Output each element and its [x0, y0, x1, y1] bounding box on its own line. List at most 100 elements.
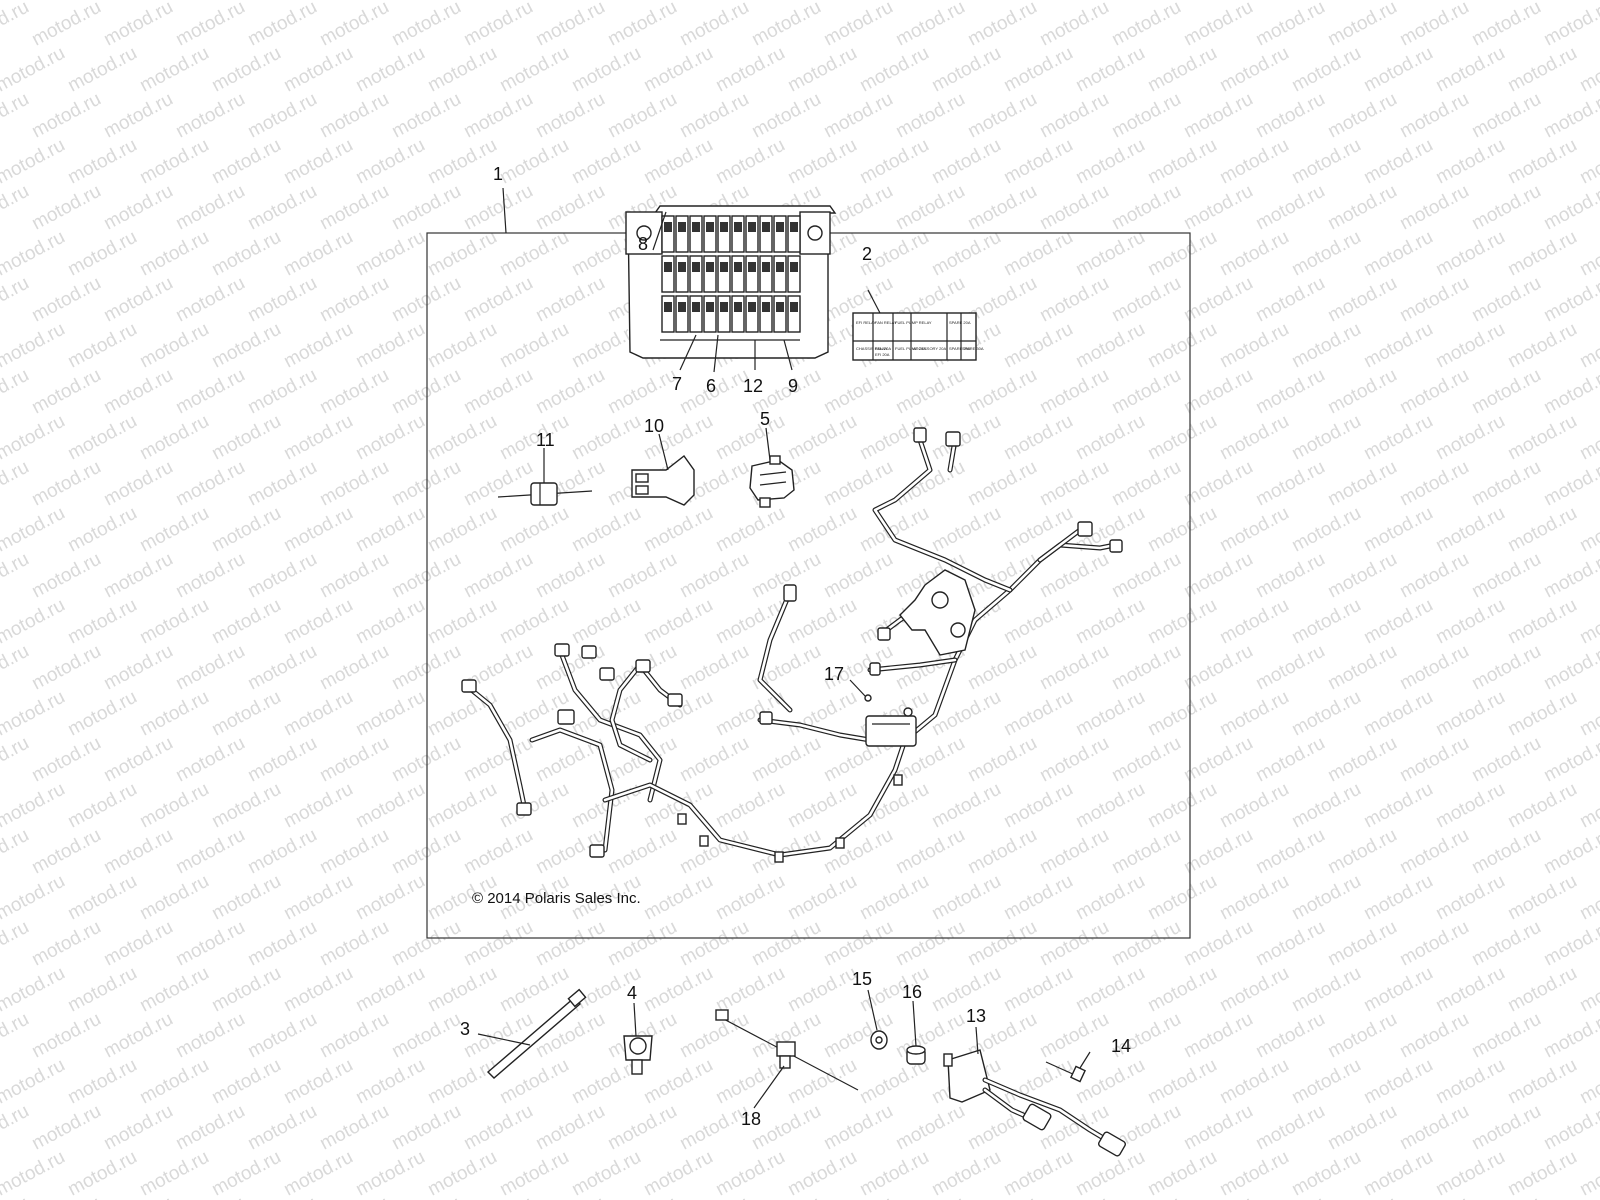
watermark-text: motod.ru — [1396, 273, 1472, 327]
fuse-terminal — [762, 222, 770, 232]
watermark-text: motod.ru — [856, 779, 932, 833]
callout-16: 16 — [902, 982, 922, 1002]
watermark-text: motod.ru — [1072, 411, 1148, 465]
fuse-slot — [675, 215, 689, 253]
watermark-text: motod.ru — [352, 595, 428, 649]
watermark-text: motod.ru — [1180, 181, 1256, 235]
fuse-terminal — [664, 222, 672, 232]
watermark-text: motod.ru — [748, 0, 824, 50]
watermark-text: motod.ru — [1468, 549, 1544, 603]
watermark-text: motod.ru — [1432, 503, 1508, 557]
watermark-text: motod.ru — [136, 135, 212, 189]
watermark-text: motod.ru — [352, 411, 428, 465]
watermark-text: motod.ru — [1468, 457, 1544, 511]
watermark-text: motod.ru — [1072, 0, 1148, 4]
watermark-text: motod.ru — [928, 1147, 1004, 1200]
watermark-text: motod.ru — [28, 457, 104, 511]
watermark-text: motod.ru — [0, 503, 69, 557]
copyright-notice: © 2014 Polaris Sales Inc. — [472, 890, 641, 907]
watermark-text: motod.ru — [784, 1147, 860, 1200]
watermark-text: motod.ru — [1324, 1101, 1400, 1155]
watermark-text: motod.ru — [280, 411, 356, 465]
watermark-text: motod.ru — [676, 733, 752, 787]
watermark-text: motod.ru — [1504, 411, 1580, 465]
watermark-text: motod.ru — [1144, 687, 1220, 741]
watermark-text: motod.ru — [0, 0, 33, 50]
watermark-text: motod.ru — [784, 135, 860, 189]
watermark-text: motod.ru — [1108, 917, 1184, 971]
watermark-text: motod.ru — [280, 595, 356, 649]
watermark-text: motod.ru — [856, 135, 932, 189]
decal-cell: FUEL PUMP RELAY — [895, 320, 932, 325]
watermark-text: motod.ru — [1216, 135, 1292, 189]
watermark-text: motod.ru — [136, 687, 212, 741]
watermark-text: motod.ru — [0, 549, 33, 603]
callout-1: 1 — [493, 164, 503, 184]
watermark-text: motod.ru — [1576, 963, 1600, 1017]
watermark-text: motod.ru — [1036, 0, 1112, 50]
watermark-text: motod.ru — [352, 319, 428, 373]
fuse-slot — [787, 215, 801, 253]
watermark-text: motod.ru — [568, 503, 644, 557]
diode-part — [497, 482, 593, 506]
fuse-terminal — [706, 222, 714, 232]
watermark-text: motod.ru — [928, 779, 1004, 833]
watermark-text: motod.ru — [748, 641, 824, 695]
decal-cell: FUEL PUMP 20A — [895, 346, 926, 351]
watermark-text: motod.ru — [496, 779, 572, 833]
watermark-text: motod.ru — [1432, 411, 1508, 465]
watermark-text: motod.ru — [532, 0, 608, 50]
watermark-text: motod.ru — [1360, 1147, 1436, 1200]
fuse-slot — [787, 255, 801, 293]
watermark-text: motod.ru — [172, 825, 248, 879]
fuse-terminal — [678, 302, 686, 312]
watermark-text: motod.ru — [1288, 1147, 1364, 1200]
fuse-slot — [773, 295, 787, 333]
watermark-text: motod.ru — [1180, 825, 1256, 879]
callout-9: 9 — [788, 376, 798, 396]
watermark-text: motod.ru — [1216, 871, 1292, 925]
watermark-text: motod.ru — [1504, 1055, 1580, 1109]
fuse-terminal — [720, 262, 728, 272]
fuse-slot — [675, 255, 689, 293]
watermark-text: motod.ru — [424, 687, 500, 741]
watermark-text: motod.ru — [1144, 227, 1220, 281]
watermark-text: motod.ru — [892, 0, 968, 50]
watermark-text: motod.ru — [244, 641, 320, 695]
watermark-text: motod.ru — [1360, 687, 1436, 741]
watermark-text: motod.ru — [424, 411, 500, 465]
watermark-text: motod.ru — [0, 411, 69, 465]
watermark-text: motod.ru — [352, 779, 428, 833]
watermark-text: motod.ru — [0, 595, 69, 649]
watermark-text: motod.ru — [1252, 825, 1328, 879]
watermark-text: motod.ru — [208, 1055, 284, 1109]
watermark-text: motod.ru — [604, 89, 680, 143]
watermark-text: motod.ru — [1144, 503, 1220, 557]
watermark-text: motod.ru — [1468, 89, 1544, 143]
watermark-text: motod.ru — [1000, 503, 1076, 557]
watermark-text: motod.ru — [316, 1009, 392, 1063]
watermark-text: motod.ru — [280, 1055, 356, 1109]
decal-cell: SPARE 20A — [949, 320, 971, 325]
watermark-text: motod.ru — [100, 457, 176, 511]
watermark-text: motod.ru — [1432, 595, 1508, 649]
watermark-text: motod.ru — [604, 1101, 680, 1155]
watermark-text: motod.ru — [0, 917, 33, 971]
watermark-text: motod.ru — [28, 641, 104, 695]
watermark-text: motod.ru — [316, 365, 392, 419]
watermark-text: motod.ru — [136, 411, 212, 465]
watermark-text: motod.ru — [352, 963, 428, 1017]
watermark-text: motod.ru — [64, 1147, 140, 1200]
watermark-text: motod.ru — [172, 457, 248, 511]
watermark-text: motod.ru — [784, 595, 860, 649]
fuse-terminal — [720, 222, 728, 232]
watermark-text: motod.ru — [1252, 1193, 1328, 1200]
watermark-text: motod.ru — [100, 1009, 176, 1063]
watermark-text: motod.ru — [1000, 0, 1076, 4]
watermark-text: motod.ru — [172, 641, 248, 695]
fuse-slot — [675, 295, 689, 333]
watermark-text: motod.ru — [676, 1009, 752, 1063]
watermark-text: motod.ru — [28, 89, 104, 143]
watermark-text: motod.ru — [136, 503, 212, 557]
decal-cell: EFI RELAY — [856, 320, 876, 325]
